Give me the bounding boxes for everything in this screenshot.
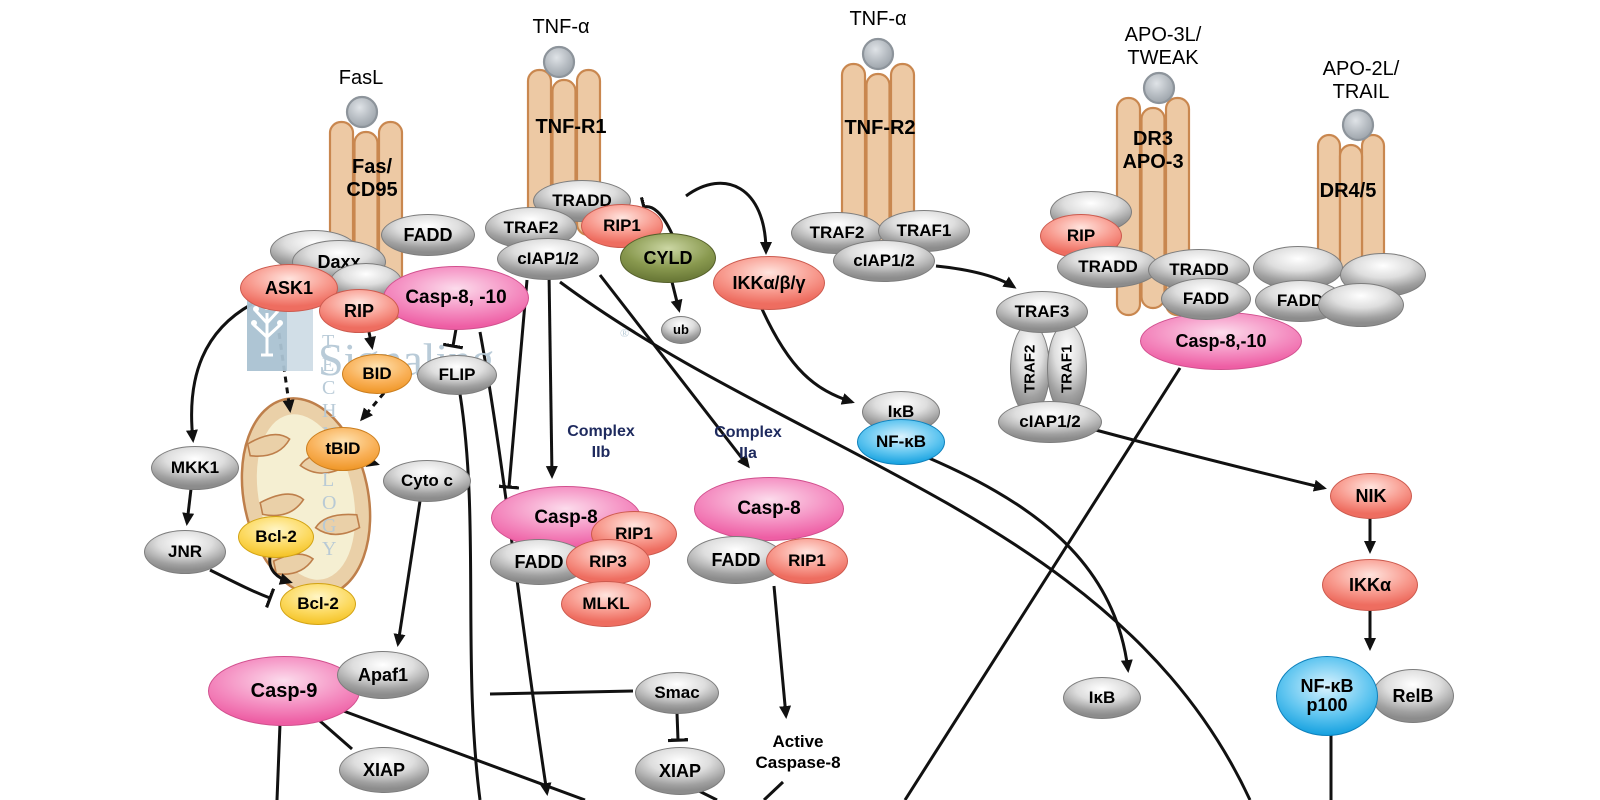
jnr[interactable]: JNR [144, 530, 226, 574]
ciap12-tnfr2[interactable]: cIAP1/2 [833, 240, 935, 282]
receptor-tnfr1-label: TNF-R1 [535, 116, 607, 138]
edge-casp810-flip-inhibit [453, 328, 456, 346]
xiap-center[interactable]: XIAP [635, 747, 725, 795]
edge-cyld-ub [670, 281, 683, 313]
apo2l-ligand-ball [1341, 108, 1375, 142]
edge-smac-release [489, 689, 634, 696]
edge-ciap-traf3 [935, 264, 1017, 289]
edge-activecasp8-down [762, 780, 785, 800]
relb[interactable]: RelB [1372, 669, 1454, 723]
edge-casp9-down [275, 723, 282, 800]
ikka[interactable]: IKKα [1322, 559, 1418, 611]
tradd-dr3-left[interactable]: TRADD [1057, 246, 1159, 288]
edge-cyld-rip1-inhibit [644, 207, 674, 235]
apo3l-ligand-ball [1142, 71, 1176, 105]
edge-casp810dr3-down [903, 367, 1182, 800]
edge-bcl2-bcl2 [268, 556, 293, 585]
traf2-tnfr2[interactable]: TRAF2 [791, 212, 883, 254]
ligand-tnfa-1: TNF-α [532, 16, 590, 38]
nfkb-mid[interactable]: NF-κB [857, 419, 945, 465]
ligand-apo3l: APO-3L/ TWEAK [1124, 24, 1202, 69]
receptor-dr45-label: DR4/5 [1319, 180, 1377, 202]
apaf1[interactable]: Apaf1 [337, 651, 429, 699]
receptor-fas-label: Fas/ CD95 [346, 156, 398, 201]
edge-flip-down [458, 393, 482, 800]
edge-ciapstack-nik [1091, 427, 1327, 492]
edge-smac-xiap-inhibit [677, 712, 678, 740]
receptor-tnfr2-label: TNF-R2 [844, 117, 916, 139]
mlkl[interactable]: MLKL [561, 581, 651, 627]
bcl2-inner[interactable]: Bcl-2 [280, 583, 356, 625]
complex-iia-label: Complex IIa [714, 424, 782, 462]
tnfa-ligand-ball-1 [542, 45, 576, 79]
receptor-dr3-label: DR3 APO-3 [1122, 128, 1184, 173]
edge-mkk1-jnr [182, 488, 195, 526]
ligand-fasl: FasL [338, 67, 384, 89]
edge-ciap-complexiib-inhibit [509, 279, 529, 487]
active-caspase8-label: Active Caspase-8 [755, 732, 841, 773]
fadd-dr3[interactable]: FADD [1161, 278, 1251, 320]
ligand-apo2l: APO-2L/ TRAIL [1322, 58, 1400, 103]
ciap12-stack[interactable]: cIAP1/2 [998, 401, 1102, 443]
nfkb-p100[interactable]: NF-κB p100 [1276, 656, 1378, 736]
fasl-ligand-ball [345, 95, 379, 129]
watermark-registered: ® [620, 326, 630, 340]
nik[interactable]: NIK [1330, 473, 1412, 519]
edge-cytoc-apaf1 [393, 500, 422, 647]
xiap-left[interactable]: XIAP [339, 747, 429, 793]
traf3[interactable]: TRAF3 [996, 291, 1088, 333]
ub[interactable]: ub [661, 316, 701, 344]
complex-iib-label: Complex IIb [567, 423, 635, 461]
edge-jnr-bcl2-inhibit [209, 568, 270, 598]
edge-bid-tbid [360, 392, 386, 422]
ask1[interactable]: ASK1 [240, 264, 338, 312]
casp8-10-dr3[interactable]: Casp-8,-10 [1140, 312, 1302, 370]
smac[interactable]: Smac [635, 672, 719, 714]
edge-rip-bid [364, 331, 376, 350]
dr45-adapter-bottom [1318, 283, 1404, 327]
rip3-iib[interactable]: RIP3 [566, 539, 650, 585]
casp9[interactable]: Casp-9 [208, 656, 360, 726]
tbid[interactable]: tBID [306, 427, 380, 471]
ikk-abg[interactable]: IKKα/β/γ [713, 256, 825, 310]
receptor-tnfr2[interactable] [840, 37, 916, 254]
casp8-iia[interactable]: Casp-8 [694, 477, 844, 541]
traf1-stack[interactable]: TRAF1 [1047, 323, 1087, 415]
mkk1[interactable]: MKK1 [151, 446, 239, 490]
bid[interactable]: BID [342, 354, 412, 394]
edge-xiap-down [698, 789, 718, 800]
bcl2-outer[interactable]: Bcl-2 [238, 516, 314, 558]
edge-rip1-ikk [685, 181, 772, 255]
edge-ask1-mkk1 [185, 302, 253, 443]
tnfa-ligand-ball-2 [861, 37, 895, 71]
edge-ikk-ikb [760, 308, 855, 405]
casp8-10-fas[interactable]: Casp-8, -10 [383, 266, 529, 330]
rip1-iia[interactable]: RIP1 [766, 538, 848, 584]
ikb-bottom[interactable]: IκB [1063, 677, 1141, 719]
edge-ciap-long-curve [559, 280, 1252, 800]
edge-nfkb-ikb-bottom [916, 451, 1133, 673]
cyto-c[interactable]: Cyto c [383, 460, 471, 502]
rip-fas[interactable]: RIP [319, 289, 399, 333]
cyld[interactable]: CYLD [620, 233, 716, 283]
ciap12-tnfr1[interactable]: cIAP1/2 [497, 238, 599, 280]
flip[interactable]: FLIP [417, 355, 497, 395]
edge-complexiia-activecasp8 [772, 585, 792, 719]
fadd-fas[interactable]: FADD [381, 214, 475, 256]
ligand-tnfa-2: TNF-α [849, 8, 907, 30]
edge-tradd-complexiia [598, 274, 750, 469]
edge-tradd-complexiib [545, 271, 558, 479]
